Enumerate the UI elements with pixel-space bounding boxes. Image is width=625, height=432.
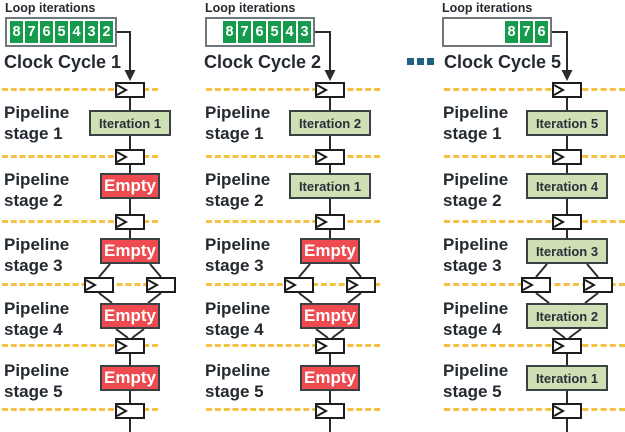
- arrow-down-icon: [324, 70, 336, 81]
- loop-iterations-label: Loop iterations: [205, 1, 296, 15]
- iteration-cell: 3: [298, 21, 311, 43]
- stage-separator-dash: [2, 220, 158, 223]
- iteration-cell: 3: [85, 21, 98, 43]
- clock-cycle-label: Clock Cycle 1: [4, 52, 122, 72]
- loop-iterations-box: 8 7 6: [442, 17, 552, 47]
- loop-iterations-label: Loop iterations: [442, 1, 533, 15]
- stage-box-empty: Empty: [100, 303, 160, 329]
- register-icon: [284, 277, 314, 293]
- stage-separator-dash: [444, 88, 625, 91]
- stage-separator-dash: [206, 220, 380, 223]
- iteration-cell: 7: [25, 21, 38, 43]
- stage-box-empty: Empty: [100, 238, 160, 264]
- stage-separator-dash: [2, 88, 158, 91]
- register-icon: [521, 277, 551, 293]
- register-icon: [115, 214, 145, 230]
- ellipsis-icon: [407, 58, 434, 65]
- iteration-cell: 4: [70, 21, 83, 43]
- iteration-cell: 8: [223, 21, 236, 43]
- stage-box-iteration: Iteration 1: [289, 173, 371, 199]
- register-icon: [115, 149, 145, 165]
- stage-box-empty: Empty: [300, 303, 360, 329]
- stage-box-empty: Empty: [100, 365, 160, 391]
- register-icon: [552, 403, 582, 419]
- stage-separator-dash: [206, 344, 380, 347]
- stage-box-iteration: Iteration 1: [526, 365, 608, 391]
- iteration-cell: 7: [520, 21, 533, 43]
- stage-box-empty: Empty: [100, 173, 160, 199]
- register-icon: [552, 149, 582, 165]
- iteration-cell: 6: [253, 21, 266, 43]
- stage-separator-dash: [444, 220, 625, 223]
- pipeline-connector-lines: [535, 31, 599, 432]
- stage-box-iteration: Iteration 4: [526, 173, 608, 199]
- stage-box-iteration: Iteration 3: [526, 238, 608, 264]
- iteration-cell: 2: [100, 21, 113, 43]
- register-icon: [115, 403, 145, 419]
- stage-box-iteration: Iteration 5: [526, 110, 608, 136]
- loop-iterations-label: Loop iterations: [5, 1, 96, 15]
- stage-box-iteration: Iteration 2: [289, 110, 371, 136]
- arrow-down-icon: [561, 70, 573, 81]
- register-icon: [552, 82, 582, 98]
- register-icon: [115, 338, 145, 354]
- stage-separator-dash: [206, 155, 380, 158]
- clock-cycle-label: Clock Cycle 5: [444, 52, 562, 72]
- stage-separator-dash: [2, 344, 158, 347]
- register-icon: [315, 82, 345, 98]
- register-icon: [346, 277, 376, 293]
- stage-separator-dash: [444, 344, 625, 347]
- stage-box-empty: Empty: [300, 365, 360, 391]
- register-icon: [315, 214, 345, 230]
- pipeline-connector-lines: [98, 31, 162, 432]
- stage-separator-dash: [206, 408, 380, 411]
- register-icon: [115, 82, 145, 98]
- stage-separator-dash: [444, 155, 625, 158]
- iteration-cell: 7: [238, 21, 251, 43]
- stage-separator-dash: [444, 408, 625, 411]
- stage-box-iteration: Iteration 1: [89, 110, 171, 136]
- register-icon: [583, 277, 613, 293]
- iteration-cell: 6: [535, 21, 548, 43]
- arrow-down-icon: [124, 70, 136, 81]
- iteration-cell: 6: [40, 21, 53, 43]
- clock-cycle-label: Clock Cycle 2: [204, 52, 322, 72]
- stage-separator-dash: [206, 88, 380, 91]
- stage-separator-dash: [2, 283, 158, 286]
- register-icon: [552, 338, 582, 354]
- iteration-cell: 8: [505, 21, 518, 43]
- register-icon: [552, 214, 582, 230]
- iteration-cell: 5: [268, 21, 281, 43]
- stage-box-iteration: Iteration 2: [526, 303, 608, 329]
- register-icon: [84, 277, 114, 293]
- iteration-cell: 4: [283, 21, 296, 43]
- pipeline-connector-lines: [298, 31, 362, 432]
- register-icon: [315, 338, 345, 354]
- loop-iterations-box: 8 7 6 5 4 3 2: [5, 17, 117, 47]
- iteration-cell: 5: [55, 21, 68, 43]
- loop-iterations-box: 8 7 6 5 4 3: [205, 17, 315, 47]
- stage-separator-dash: [2, 408, 158, 411]
- register-icon: [315, 403, 345, 419]
- register-icon: [315, 149, 345, 165]
- iteration-cell: 8: [10, 21, 23, 43]
- register-icon: [146, 277, 176, 293]
- stage-separator-dash: [2, 155, 158, 158]
- stage-box-empty: Empty: [300, 238, 360, 264]
